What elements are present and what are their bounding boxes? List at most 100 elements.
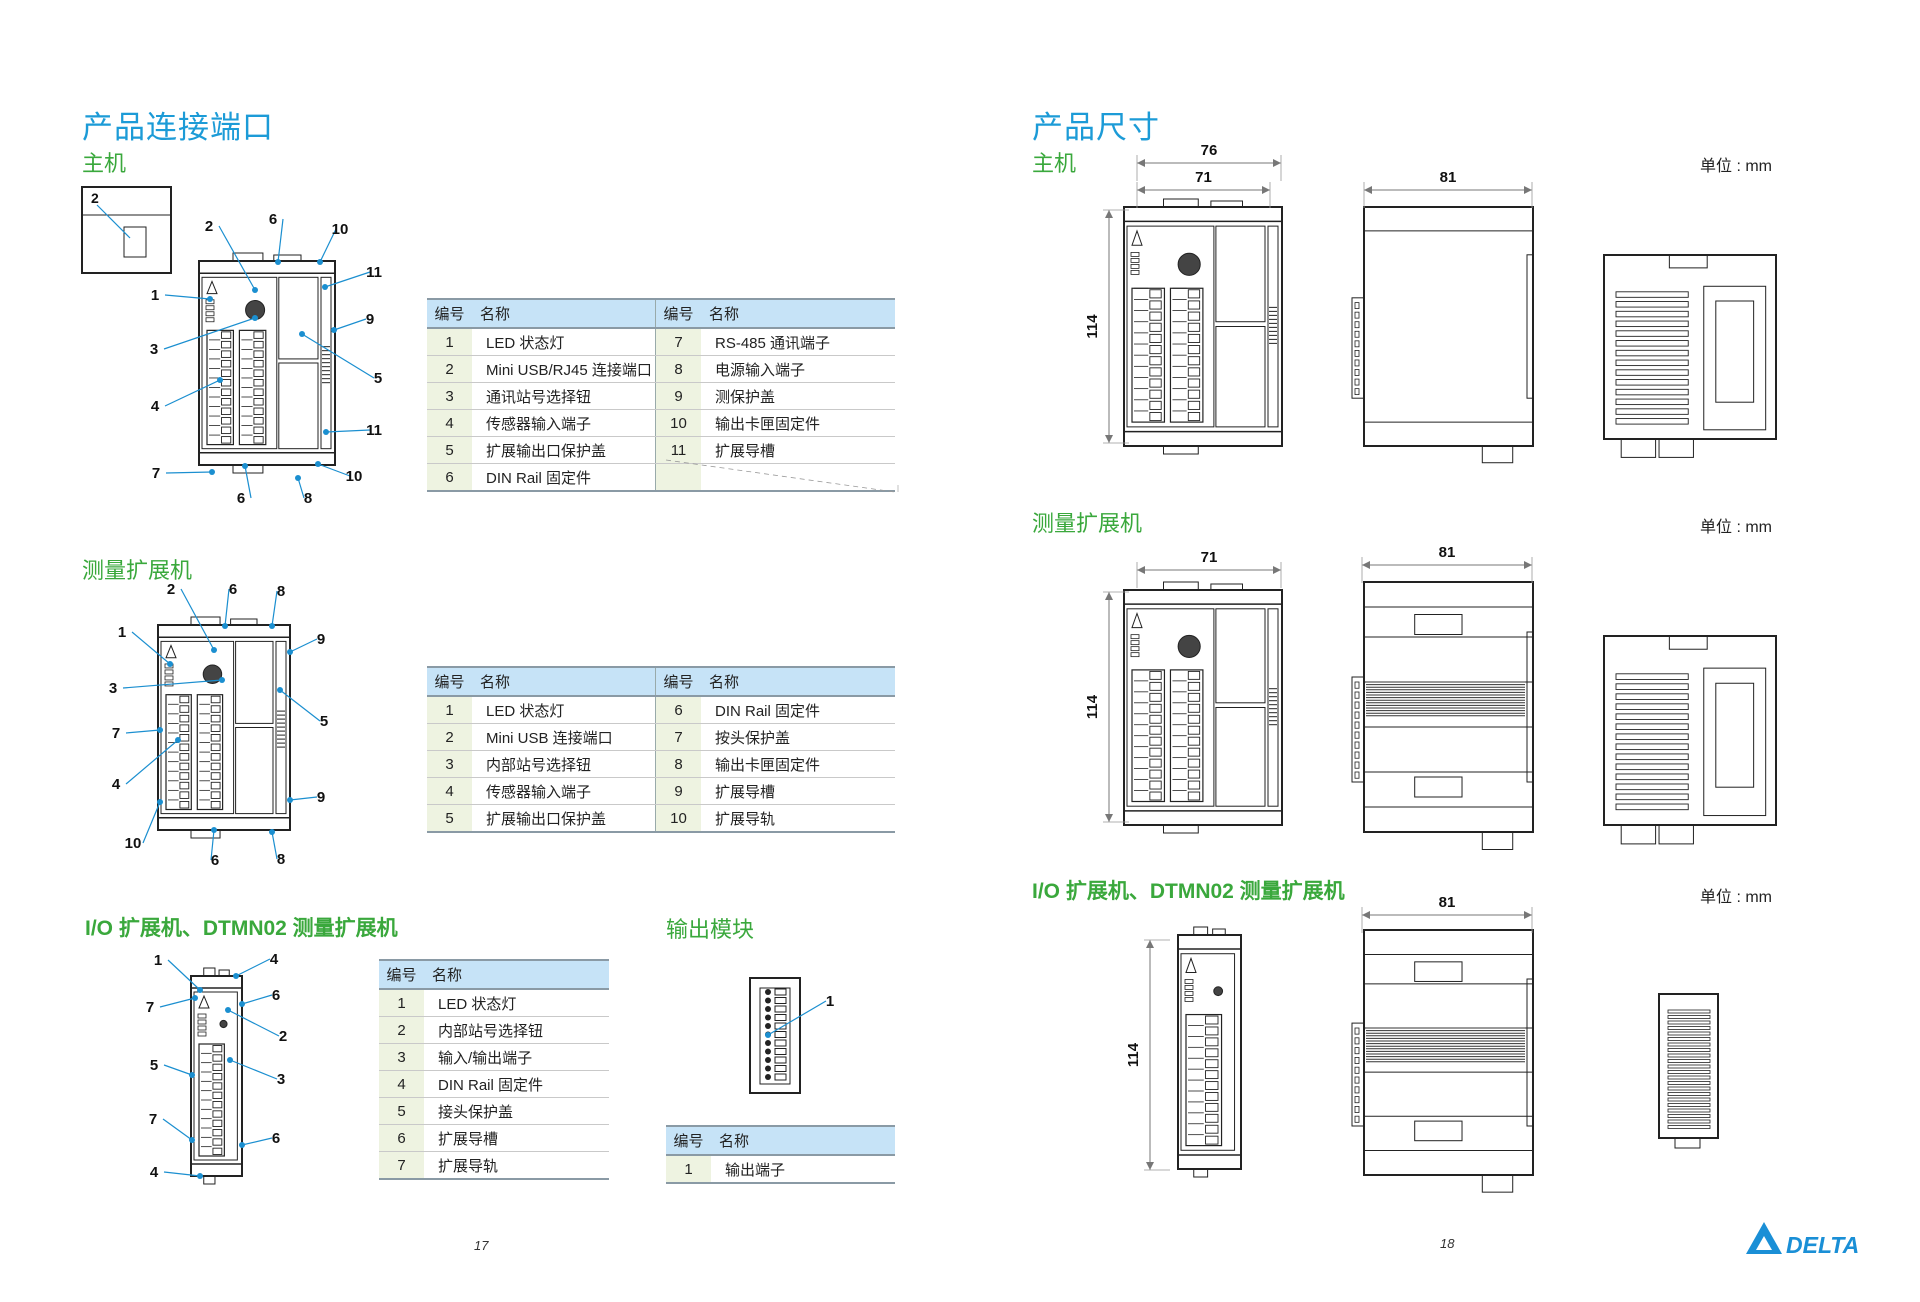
outline [774, 1065, 787, 1072]
header-name: 名称 [701, 666, 895, 697]
callout-dot [189, 1137, 195, 1143]
drawing-line [241, 1137, 273, 1146]
outline [1615, 783, 1689, 791]
drawing-line [235, 958, 271, 977]
arrowhead [1524, 561, 1532, 569]
outline [1149, 714, 1162, 724]
outline [1149, 681, 1162, 691]
callout-dot [197, 1173, 203, 1179]
outline [210, 791, 221, 799]
outline [1210, 200, 1244, 208]
callout-dot [277, 687, 283, 693]
outline [774, 1073, 787, 1081]
outline [1615, 398, 1689, 406]
arrowhead [1105, 210, 1113, 218]
outline [1205, 1026, 1219, 1036]
outline [221, 340, 232, 349]
outline [1205, 1092, 1219, 1101]
callout-number: 6 [229, 581, 237, 598]
page-title-ports: 产品连接端口 [82, 110, 274, 145]
callout-number: 3 [277, 1071, 285, 1088]
drawing-line [241, 994, 273, 1005]
rotary-switch-icon [1213, 986, 1224, 997]
callout-dot [287, 797, 293, 803]
outline [203, 967, 216, 977]
drawing-line [665, 459, 896, 493]
dim-io-front-drawing [1177, 926, 1242, 1178]
io-unit-front-drawing [190, 967, 243, 1185]
outline [1615, 330, 1689, 337]
drawing-line [279, 689, 321, 722]
outline [275, 640, 287, 815]
outline [1354, 1057, 1360, 1064]
delta-mark-icon [1131, 612, 1143, 629]
callout-dot [233, 973, 239, 979]
drawing-line [229, 1059, 278, 1080]
subtitle-dim-measurement-unit: 测量扩展机 [1032, 511, 1143, 536]
outline [1149, 769, 1162, 779]
output-module-drawing [749, 977, 801, 1094]
outline [235, 640, 274, 724]
terminal-screw-icon [765, 1023, 771, 1029]
outline [774, 1014, 787, 1021]
part-number: 11 [655, 436, 701, 464]
callout-number: 9 [317, 789, 325, 806]
part-name: Mini USB 连接端口 [472, 723, 656, 751]
outline [1149, 322, 1162, 332]
part-name: 扩展导轨 [701, 804, 895, 833]
drawing-line [163, 1171, 201, 1177]
outline [221, 369, 232, 377]
outline [759, 987, 791, 1085]
callout-dot [217, 377, 223, 383]
outline [1667, 1042, 1711, 1047]
part-number: 9 [655, 382, 701, 410]
outline [210, 734, 221, 742]
part-name: LED 状态灯 [472, 696, 656, 724]
drawing-line [180, 588, 215, 651]
header-no: 编号 [666, 1125, 711, 1156]
outline [1351, 1022, 1365, 1127]
drawing-line [164, 294, 211, 300]
callout-dot [157, 727, 163, 733]
callout-dot [315, 461, 321, 467]
outline [1212, 928, 1226, 936]
unit-label: 单位 : mm [1700, 158, 1772, 175]
outline [1674, 1137, 1701, 1149]
outline [212, 1063, 223, 1071]
callout-number: 5 [374, 370, 382, 387]
outline [1615, 693, 1689, 700]
outline [253, 359, 264, 368]
outline [179, 705, 190, 713]
callout-dot [322, 284, 328, 290]
outline [1481, 831, 1514, 850]
callout-dot [167, 661, 173, 667]
drawing-line [289, 796, 318, 801]
outline [253, 340, 264, 349]
outline [1615, 683, 1689, 690]
outline [1130, 264, 1140, 269]
outline [1667, 1108, 1711, 1113]
callout-number: 10 [346, 468, 363, 485]
callout-number: 10 [332, 221, 349, 238]
outline [1667, 1037, 1711, 1041]
outline [1354, 701, 1360, 709]
outline [1205, 1015, 1219, 1025]
outline [1615, 310, 1689, 318]
outline [179, 724, 190, 732]
outline [1354, 369, 1360, 376]
outline [1187, 345, 1201, 355]
outline [1177, 934, 1242, 1170]
outline [1715, 682, 1755, 788]
outline [1667, 1020, 1711, 1025]
part-name: LED 状态灯 [424, 989, 609, 1017]
outline [1149, 791, 1162, 801]
outline [1354, 1047, 1360, 1055]
outline [1615, 291, 1689, 298]
outline [212, 1073, 223, 1081]
dimension-label: 81 [1440, 169, 1457, 186]
outline [212, 1101, 223, 1109]
